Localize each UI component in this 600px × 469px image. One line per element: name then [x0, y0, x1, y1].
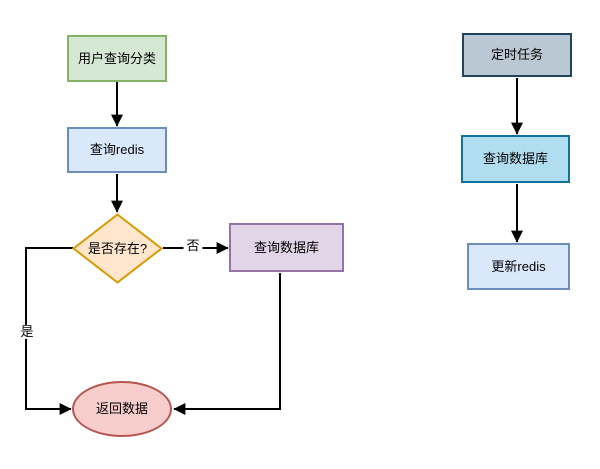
- edge-db-to-return: [173, 273, 281, 415]
- node-query-database-right: 查询数据库: [461, 135, 570, 183]
- node-user-query-classification: 用户查询分类: [67, 35, 167, 82]
- edge-label-no: 否: [183, 238, 203, 254]
- node-scheduled-task: 定时任务: [462, 33, 572, 77]
- decision-label: 是否存在?: [87, 240, 148, 256]
- edge-label-yes: 是: [17, 324, 37, 340]
- node-return-data: 返回数据: [72, 381, 172, 437]
- node-query-database-left: 查询数据库: [229, 223, 344, 272]
- node-update-redis: 更新redis: [467, 243, 570, 290]
- node-query-redis: 查询redis: [67, 127, 167, 173]
- diamond-shape: [72, 213, 163, 284]
- node-decision-exists: 是否存在?: [72, 213, 163, 284]
